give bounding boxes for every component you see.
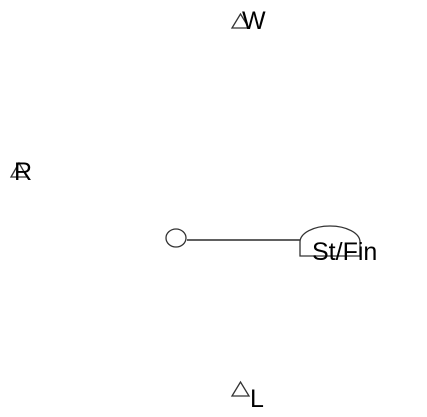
circle-node-icon: [165, 228, 187, 248]
label-top: W: [242, 7, 266, 35]
triangle-top-icon: [230, 12, 251, 29]
label-left: R: [14, 158, 33, 186]
triangle-bottom-icon: [230, 380, 251, 397]
triangle-left-icon: [9, 161, 29, 178]
half-round-node-icon: [299, 225, 361, 257]
label-bottom: L: [250, 385, 264, 413]
label-right: St/Fin: [312, 238, 378, 266]
